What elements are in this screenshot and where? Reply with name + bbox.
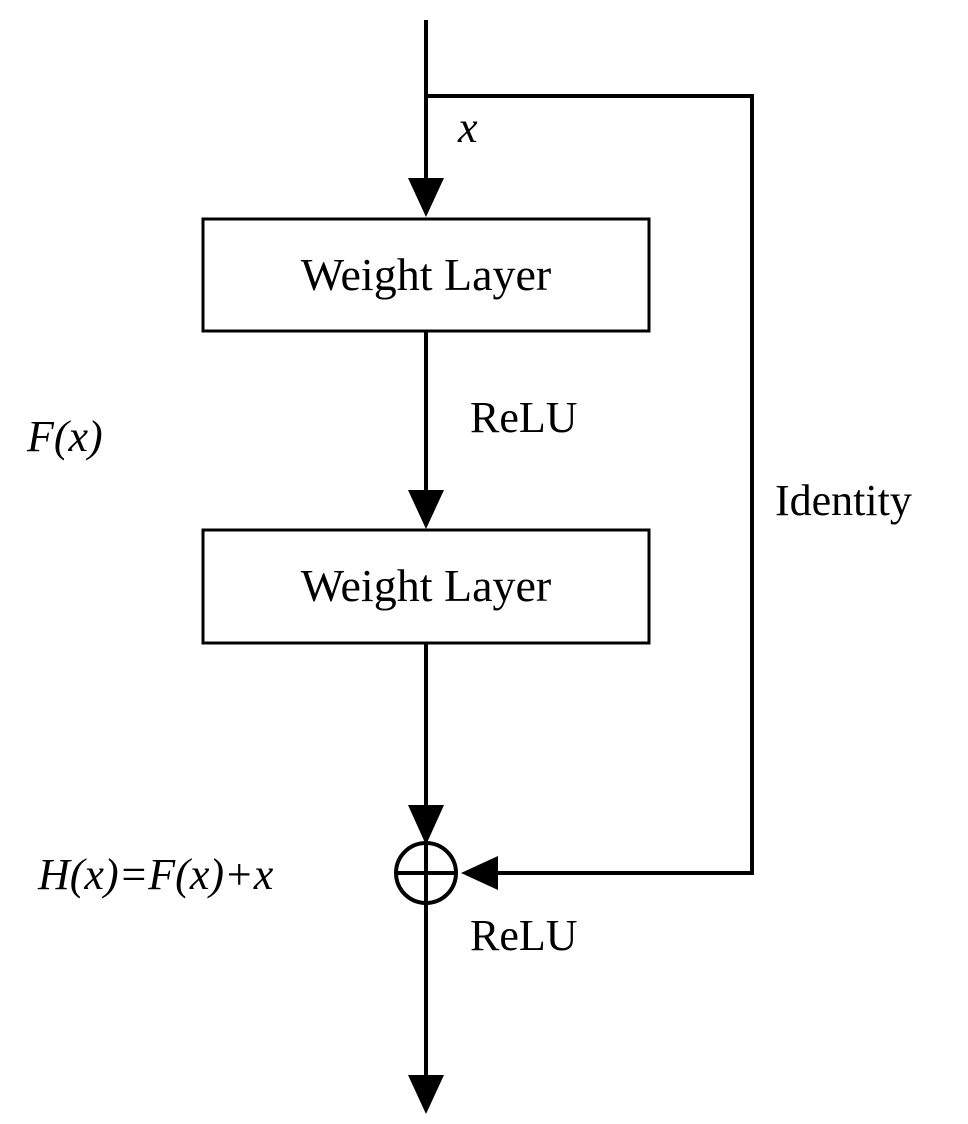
weight-layer-2-label: Weight Layer: [301, 560, 551, 611]
identity-shortcut-line: [426, 94, 754, 875]
output-equation: H(x)=F(x)+x: [37, 850, 274, 899]
weight-layer-1-label: Weight Layer: [301, 249, 551, 300]
relu-label-1: ReLU: [470, 393, 578, 442]
input-arrow: [408, 178, 444, 217]
identity-shortcut-arrow: [461, 856, 498, 890]
output-arrow: [408, 1075, 444, 1114]
relu-label-2: ReLU: [470, 911, 578, 960]
input-label: x: [457, 103, 478, 152]
residual-function-label: F(x): [26, 412, 103, 461]
identity-label: Identity: [775, 476, 912, 525]
summation-input-arrow: [408, 805, 444, 845]
weight-layer-2: [201, 528, 651, 645]
block-connector-arrow: [408, 490, 444, 529]
